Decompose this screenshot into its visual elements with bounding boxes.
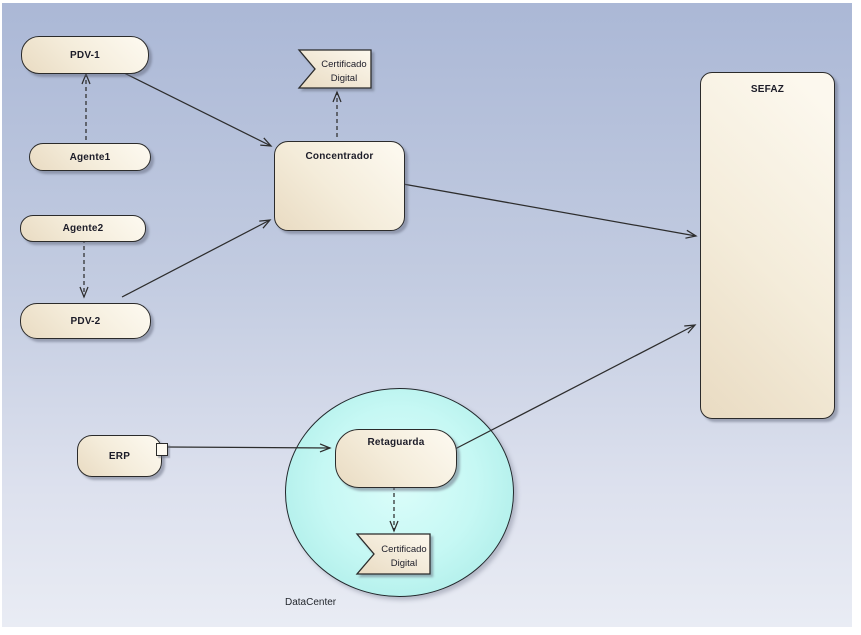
edge-erp-retaguarda[interactable] <box>166 443 332 453</box>
node-agente1[interactable]: Agente1 <box>29 143 151 171</box>
node-sefaz-label: SEFAZ <box>750 84 785 95</box>
datacenter-label: DataCenter <box>285 597 337 608</box>
edge-pdv1-concentrador[interactable] <box>121 71 273 147</box>
node-pdv2[interactable]: PDV-2 <box>20 303 151 339</box>
node-agente2[interactable]: Agente2 <box>20 215 146 242</box>
node-concentrador-label: Concentrador <box>305 151 374 162</box>
diagram-canvas: PDV-1 Agente1 Agente2 PDV-2 Concentrador… <box>2 3 852 627</box>
node-agente1-label: Agente1 <box>69 151 111 163</box>
node-retaguarda[interactable]: Retaguarda <box>335 429 457 488</box>
certificado-top-line2: Digital <box>330 73 358 84</box>
node-pdv1[interactable]: PDV-1 <box>21 36 149 74</box>
node-erp[interactable]: ERP <box>77 435 162 477</box>
certificado-top-line1: Certificado <box>321 59 367 70</box>
node-sefaz[interactable]: SEFAZ <box>700 72 835 419</box>
node-pdv2-label: PDV-2 <box>70 315 101 327</box>
certificado-bottom-line1: Certificado <box>381 544 427 555</box>
erp-port[interactable] <box>156 443 168 456</box>
node-erp-label: ERP <box>108 450 131 462</box>
certificado-bottom-line2: Digital <box>390 558 418 569</box>
edge-retaguarda-sefaz[interactable] <box>454 324 697 450</box>
node-retaguarda-label: Retaguarda <box>367 437 425 448</box>
edge-pdv2-concentrador[interactable] <box>121 219 272 298</box>
certificado-digital-bottom-label: Certificado Digital <box>373 543 435 571</box>
node-agente2-label: Agente2 <box>62 223 104 234</box>
node-concentrador[interactable]: Concentrador <box>274 141 405 231</box>
certificado-digital-top-label: Certificado Digital <box>313 58 375 86</box>
edge-concentrador-sefaz[interactable] <box>402 183 698 239</box>
node-pdv1-label: PDV-1 <box>70 49 100 61</box>
